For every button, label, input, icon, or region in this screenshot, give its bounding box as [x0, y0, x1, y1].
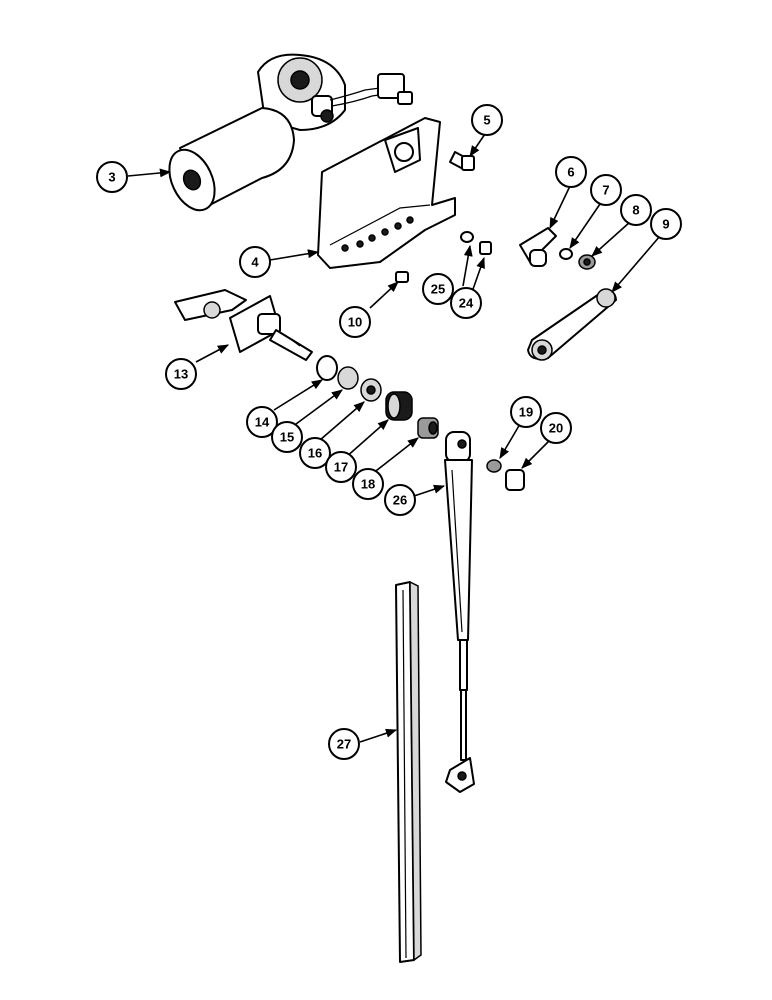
callout-10: 10	[339, 306, 371, 338]
callout-24: 24	[450, 287, 482, 319]
svg-text:7: 7	[602, 183, 609, 198]
nut-cap-20	[505, 469, 525, 491]
svg-text:25: 25	[431, 282, 445, 297]
leader-4	[269, 249, 320, 261]
svg-text:16: 16	[308, 446, 322, 461]
leader-18	[371, 437, 419, 475]
leader-7	[569, 203, 601, 249]
svg-text:5: 5	[483, 113, 490, 128]
leader-26	[413, 484, 446, 497]
leader-17	[344, 419, 389, 459]
washer-25	[460, 231, 474, 243]
leader-lines	[127, 133, 661, 743]
callout-18: 18	[352, 468, 384, 500]
svg-text:15: 15	[280, 430, 294, 445]
svg-text:9: 9	[662, 217, 669, 232]
cap-18	[417, 417, 439, 439]
wiper-arm	[444, 431, 475, 793]
svg-text:6: 6	[567, 165, 574, 180]
wiper-blade	[395, 580, 422, 963]
svg-text:18: 18	[361, 477, 375, 492]
bolt-5	[449, 151, 475, 171]
bolt-24	[479, 241, 492, 255]
svg-text:14: 14	[255, 415, 270, 430]
callout-13: 13	[165, 358, 197, 390]
svg-text:17: 17	[334, 460, 348, 475]
callout-16: 16	[299, 437, 331, 469]
leader-5	[469, 133, 486, 157]
svg-text:27: 27	[337, 737, 351, 752]
leader-3	[127, 168, 172, 178]
mounting-bracket	[317, 117, 456, 269]
leader-13	[195, 344, 229, 363]
washer-14	[316, 355, 338, 381]
bushing-17	[385, 391, 413, 421]
callout-26: 26	[384, 484, 416, 516]
callout-15: 15	[271, 421, 303, 453]
leader-24	[471, 256, 485, 293]
pivot-shaft	[174, 289, 313, 361]
callout-7: 7	[590, 174, 622, 206]
callout-3: 3	[96, 161, 128, 193]
svg-text:24: 24	[459, 296, 474, 311]
leader-9	[611, 235, 661, 293]
leader-10	[369, 281, 399, 309]
leader-15	[295, 389, 343, 425]
callout-4: 4	[239, 246, 271, 278]
callout-27: 27	[328, 728, 360, 760]
callout-17: 17	[325, 451, 357, 483]
svg-text:13: 13	[174, 367, 188, 382]
callout-5: 5	[471, 104, 503, 136]
callout-6: 6	[555, 156, 587, 188]
wiper-motor	[168, 53, 413, 212]
nut-16	[360, 378, 382, 402]
leader-14	[273, 379, 323, 411]
callout-9: 9	[650, 208, 682, 240]
link-arm	[527, 288, 617, 361]
callout-20: 20	[540, 412, 572, 444]
nut-8	[578, 254, 596, 270]
leader-6	[549, 185, 571, 230]
callout-14: 14	[246, 406, 278, 438]
leader-25	[462, 244, 473, 287]
leader-19	[499, 423, 521, 459]
svg-text:3: 3	[108, 170, 115, 185]
svg-text:10: 10	[348, 315, 362, 330]
leader-8	[591, 221, 631, 257]
screw-10	[395, 271, 409, 283]
callout-8: 8	[620, 194, 652, 226]
crank-bracket	[519, 227, 557, 267]
callout-25: 25	[422, 273, 454, 305]
svg-text:8: 8	[632, 203, 639, 218]
svg-text:20: 20	[549, 421, 563, 436]
washer-7	[559, 248, 573, 260]
callout-19: 19	[510, 396, 542, 428]
svg-text:4: 4	[251, 255, 259, 270]
svg-text:19: 19	[519, 405, 533, 420]
svg-text:26: 26	[393, 493, 407, 508]
leader-27	[359, 728, 398, 743]
washer-19	[486, 459, 502, 473]
washer-15	[337, 366, 359, 390]
leader-16	[319, 401, 365, 441]
leader-20	[521, 439, 551, 469]
